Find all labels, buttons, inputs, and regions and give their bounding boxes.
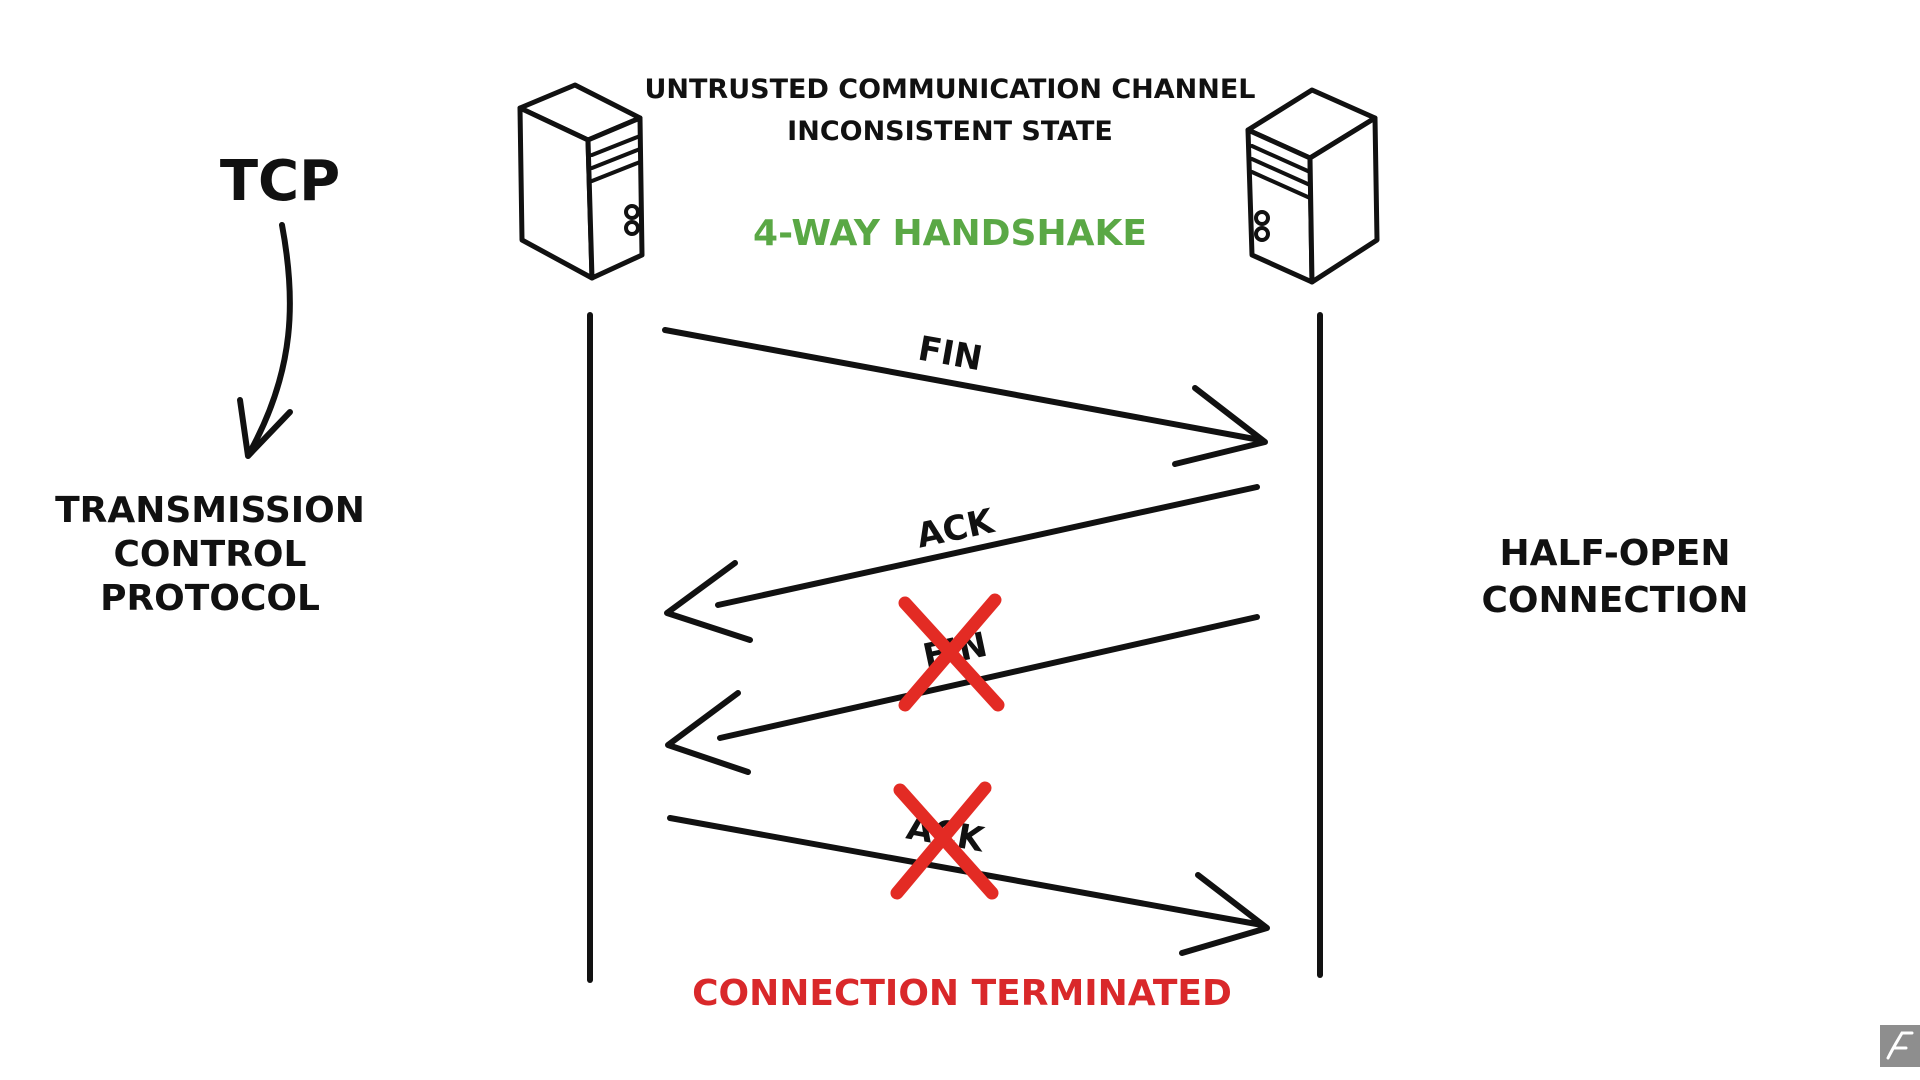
lost-packet-cross-icon (898, 593, 1005, 712)
channel-title: UNTRUSTED COMMUNICATION CHANNEL (644, 74, 1255, 105)
message-arrow-ack (664, 484, 1260, 643)
tcp-down-arrow (237, 222, 293, 459)
server-icon-right (1245, 87, 1380, 285)
tcp-full-line1: TRANSMISSION (55, 490, 365, 531)
message-arrow-fin (662, 327, 1268, 467)
connection-terminated-label: CONNECTION TERMINATED (692, 973, 1232, 1014)
handshake-title: 4-WAY HANDSHAKE (753, 213, 1147, 254)
message-label-fin: FIN (915, 329, 985, 380)
tcp-full-line2: CONTROL (114, 534, 307, 575)
tcp-acronym: TCP (220, 149, 340, 214)
state-title: INCONSISTENT STATE (787, 116, 1113, 147)
channel-logo-icon (1880, 1025, 1920, 1067)
half-open-line1: HALF-OPEN (1499, 533, 1730, 574)
lost-packet-cross-icon-2 (890, 781, 999, 900)
server-icon-left (517, 82, 645, 281)
message-arrow-fin-lost (665, 614, 1260, 775)
half-open-line2: CONNECTION (1482, 580, 1749, 621)
tcp-full-line3: PROTOCOL (100, 578, 320, 619)
